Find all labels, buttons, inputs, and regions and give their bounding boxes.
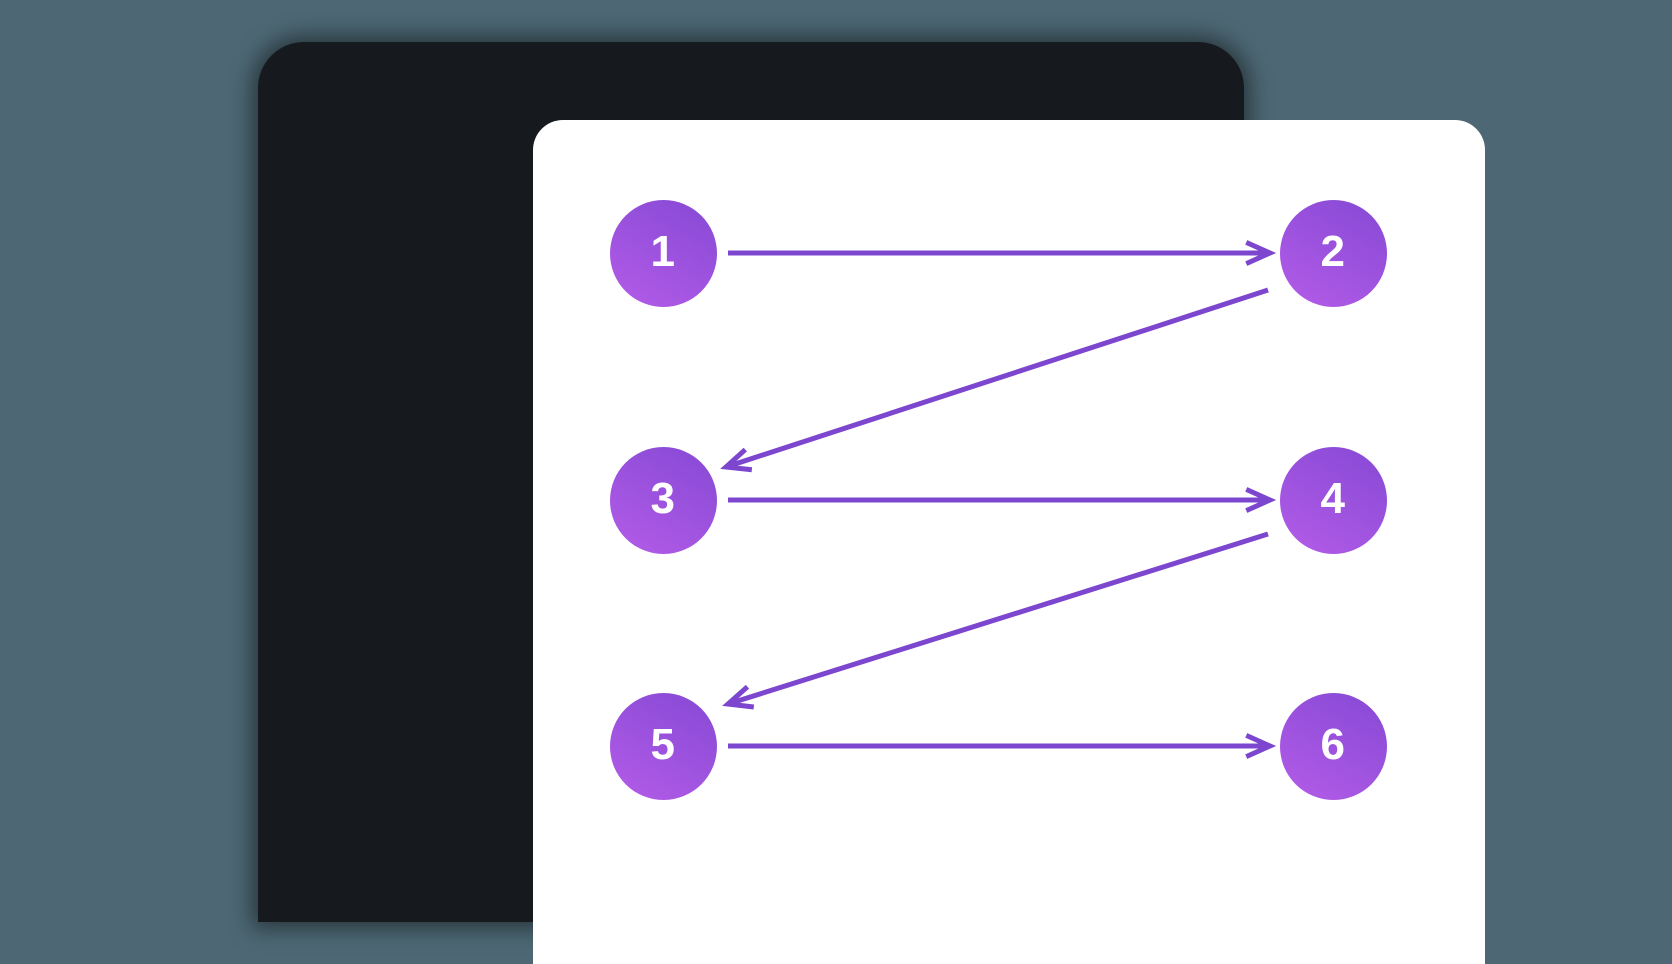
edge-arrowhead-icon — [1245, 240, 1277, 266]
graph-node-3[interactable]: 3 — [609, 446, 717, 554]
device-screen: 1 2 3 4 5 6 — [533, 120, 1485, 964]
diagram-canvas: 1 2 3 4 5 6 — [533, 120, 1485, 964]
edge-arrowhead-icon — [1245, 487, 1277, 513]
edge-arrowhead-icon — [722, 684, 755, 710]
graph-node-2[interactable]: 2 — [1279, 199, 1387, 307]
graph-node-4-label: 4 — [1320, 474, 1346, 523]
graph-edge-5-6 — [728, 733, 1277, 759]
edge-arrowhead-icon — [1245, 733, 1277, 759]
edge-shaft — [725, 287, 1269, 470]
graph-node-4[interactable]: 4 — [1279, 446, 1387, 554]
graph-edge-2-3 — [720, 287, 1269, 473]
graph-node-6[interactable]: 6 — [1279, 692, 1387, 800]
graph-node-5-label: 5 — [650, 720, 676, 769]
device-frame: 1 2 3 4 5 6 — [258, 42, 1485, 964]
graph-node-6-label: 6 — [1320, 720, 1346, 769]
graph-node-1-label: 1 — [650, 227, 676, 276]
graph-node-1[interactable]: 1 — [609, 199, 717, 307]
edge-arrowhead-icon — [720, 447, 753, 473]
graph-node-2-label: 2 — [1320, 227, 1346, 276]
graph-node-3-label: 3 — [650, 474, 676, 523]
graph-node-5[interactable]: 5 — [609, 692, 717, 800]
screenshot-stage: 1 2 3 4 5 6 — [258, 42, 1485, 964]
graph-edge-3-4 — [728, 487, 1277, 513]
edge-shaft — [727, 531, 1269, 707]
graph-edge-1-2 — [728, 240, 1277, 266]
graph-edge-4-5 — [722, 531, 1269, 710]
